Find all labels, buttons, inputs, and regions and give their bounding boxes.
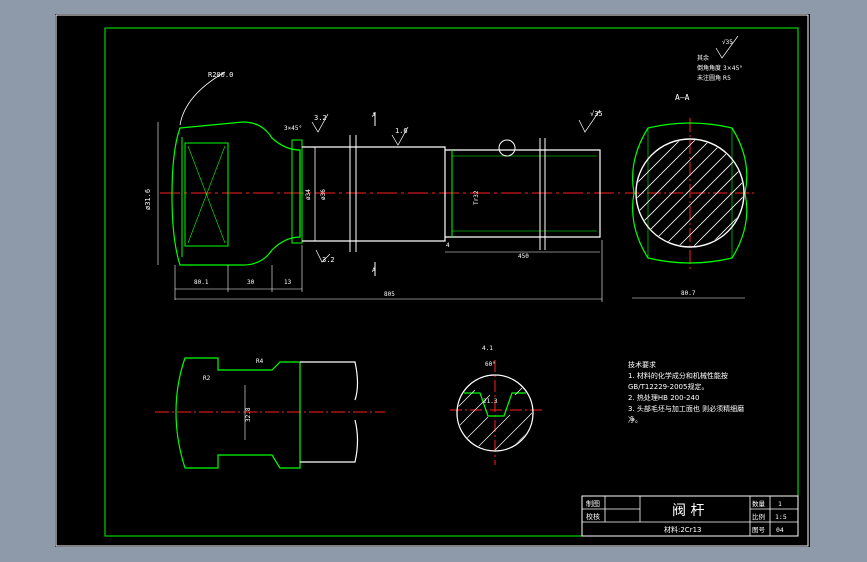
tb-qty-value: 1	[778, 500, 782, 508]
note-line3: 未注圆角 R5	[697, 74, 731, 82]
paper-background	[55, 14, 810, 547]
title-block-frame	[581, 495, 799, 537]
tech-line-3: 2. 热处理HB 200-240	[628, 393, 699, 402]
hatch-10	[689, 184, 743, 246]
groove-angle: 60°	[485, 361, 496, 368]
title-block: 制图 校核 阀 杆 材料:2Cr13 数量 1 比例 1:5 图号 04	[581, 495, 799, 537]
hatch-7	[654, 140, 743, 246]
roughness-b: 1.6	[395, 127, 408, 135]
tech-line-5: 净。	[628, 415, 642, 424]
roughness-symbol-d	[578, 109, 601, 133]
tech-requirements: 技术要求 1. 材料的化学成分和机械性能按 GB/T12229-2005规定。 …	[628, 360, 744, 424]
dim-450: 450	[518, 253, 529, 260]
detail-shaft-top	[300, 361, 359, 401]
hatch-4	[637, 140, 743, 241]
dim-13: 13	[284, 279, 292, 286]
groove-width: 21.3	[483, 398, 498, 405]
pin-hole	[498, 139, 516, 157]
hatch-9	[674, 169, 743, 246]
groove-hatch-5	[499, 419, 532, 450]
main-view: R200.0 ø31.6 3×45° 3.2 1.6 √35 3.2 A A ø…	[144, 71, 620, 302]
phi-label-1: ø34	[305, 189, 312, 200]
note-line1: 其余	[697, 54, 709, 62]
hatch-6	[644, 140, 743, 246]
flat-cross-2	[187, 145, 226, 244]
section-cut-letter-top: A	[372, 112, 376, 119]
dim-total: 805	[384, 291, 395, 298]
tb-dwgno-value: 04	[776, 526, 784, 534]
section-label: A–A	[675, 93, 690, 102]
tb-checked-label: 校核	[586, 512, 600, 521]
tb-scale-value: 1:5	[775, 513, 787, 521]
tb-scale-label: 比例	[752, 512, 765, 521]
surface-notes: 其余 倒角角度 3×45° 未注圆角 R5 √35	[697, 35, 742, 82]
chamfer-label: 3×45°	[284, 125, 302, 132]
section-cut-letter-bottom: A	[372, 267, 376, 274]
note-rough-symbol	[715, 35, 739, 59]
hatch-8	[664, 154, 743, 246]
detail-view: 32.8 R2 R4	[155, 357, 385, 469]
dim-80-1: 80.1	[194, 279, 209, 286]
groove-hatch-1	[458, 394, 491, 431]
detail-head	[175, 357, 301, 469]
head-radius-label: R200.0	[208, 71, 233, 79]
phi-label-2: ø36	[320, 189, 327, 200]
head-square-flat	[184, 142, 229, 247]
roughness-symbol-c	[315, 249, 331, 263]
note-rough: √35	[722, 39, 733, 46]
roughness-c: 3.2	[322, 256, 335, 264]
tech-line-4: 3. 头部毛坯与加工面也 则必须精细磨	[628, 404, 744, 413]
groove-profile	[464, 392, 526, 417]
sheet-border	[55, 14, 809, 547]
tb-qty-label: 数量	[752, 499, 766, 508]
tb-drawn-label: 制图	[586, 499, 600, 508]
dim-30: 30	[247, 279, 255, 286]
roughness-symbol-b	[391, 126, 409, 146]
tech-line-2: GB/T12229-2005规定。	[628, 382, 708, 391]
roughness-symbol-a	[311, 113, 329, 133]
groove-hatch-4	[484, 409, 532, 450]
detail-shaft-bottom	[300, 419, 359, 463]
drawing-frame	[104, 27, 799, 537]
groove-circle	[456, 374, 534, 452]
stem-shaft	[302, 146, 446, 242]
section-circle	[635, 138, 745, 248]
radius-arc	[179, 71, 226, 126]
groove-depth: 4.1	[482, 345, 493, 352]
hatch-2	[637, 140, 716, 216]
detail-r4: R4	[256, 358, 264, 365]
valve-stem-head	[171, 121, 301, 266]
tech-title: 技术要求	[628, 360, 656, 369]
thread-section	[445, 149, 601, 238]
detail-height: 32.8	[245, 407, 252, 422]
roughness-a: 3.2	[314, 114, 327, 122]
hatch-1	[637, 140, 701, 201]
head-diameter-label: ø31.6	[144, 189, 152, 210]
tb-material: 材料:2Cr13	[664, 525, 702, 534]
section-width: 80.7	[681, 290, 696, 297]
tb-dwgno-label: 图号	[752, 526, 766, 534]
roughness-d: √35	[590, 110, 603, 118]
tech-line-1: 1. 材料的化学成分和机械性能按	[628, 371, 728, 380]
detail-r2: R2	[203, 375, 211, 382]
neck-collar	[291, 139, 303, 244]
tb-part-name: 阀 杆	[672, 503, 704, 519]
dim-4: 4	[446, 242, 450, 249]
note-line2: 倒角角度 3×45°	[697, 64, 742, 72]
thread-label: Tr32	[473, 190, 480, 205]
